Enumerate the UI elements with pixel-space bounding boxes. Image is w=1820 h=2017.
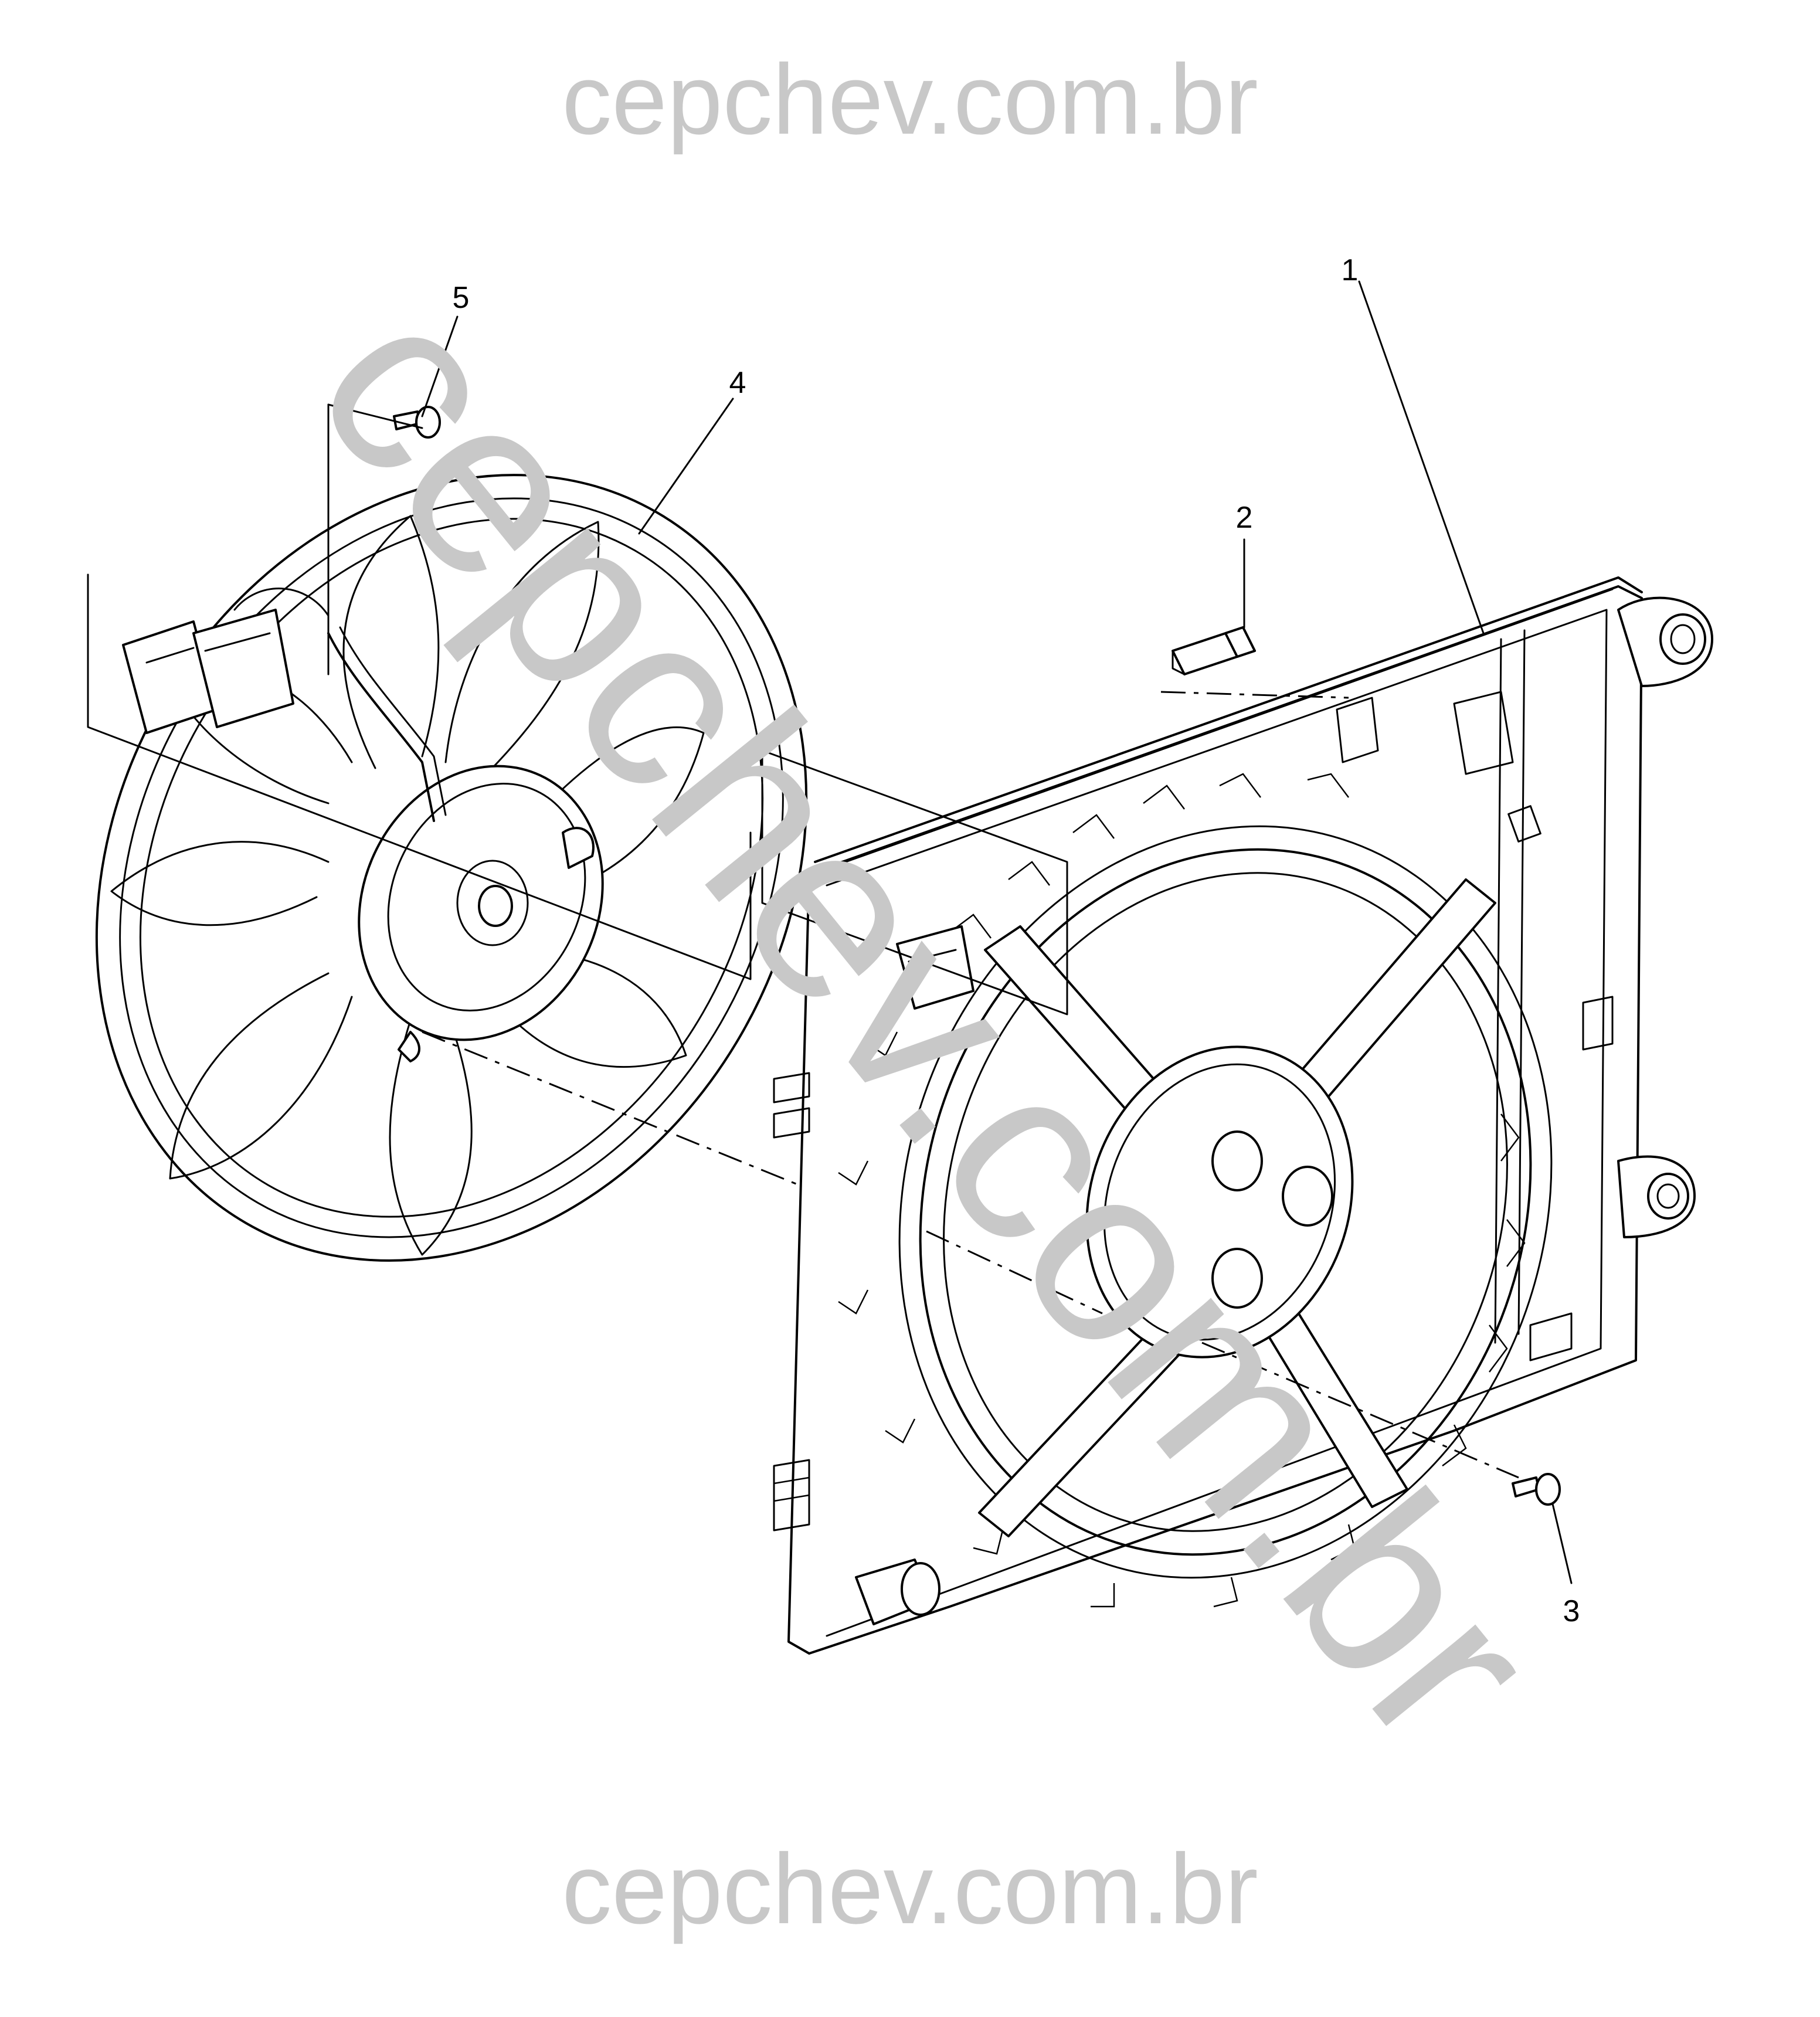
watermark-bottom: cepchev.com.br	[562, 1833, 1258, 1945]
callout-4: 4	[729, 366, 746, 400]
fan-assembly	[95, 474, 808, 1262]
callout-3: 3	[1563, 1594, 1580, 1628]
watermark-top: cepchev.com.br	[562, 44, 1258, 155]
callout-5: 5	[453, 281, 470, 315]
callout-labels: 1 2 3 4 5	[453, 253, 1580, 1628]
rubber-pad	[1172, 626, 1256, 675]
callout-2: 2	[1236, 501, 1253, 535]
callout-leaders	[421, 280, 1573, 1584]
fan-shroud	[773, 576, 1713, 1655]
alignment-lines	[87, 403, 1519, 1479]
screw-3	[1512, 1473, 1561, 1506]
callout-1: 1	[1342, 253, 1359, 287]
